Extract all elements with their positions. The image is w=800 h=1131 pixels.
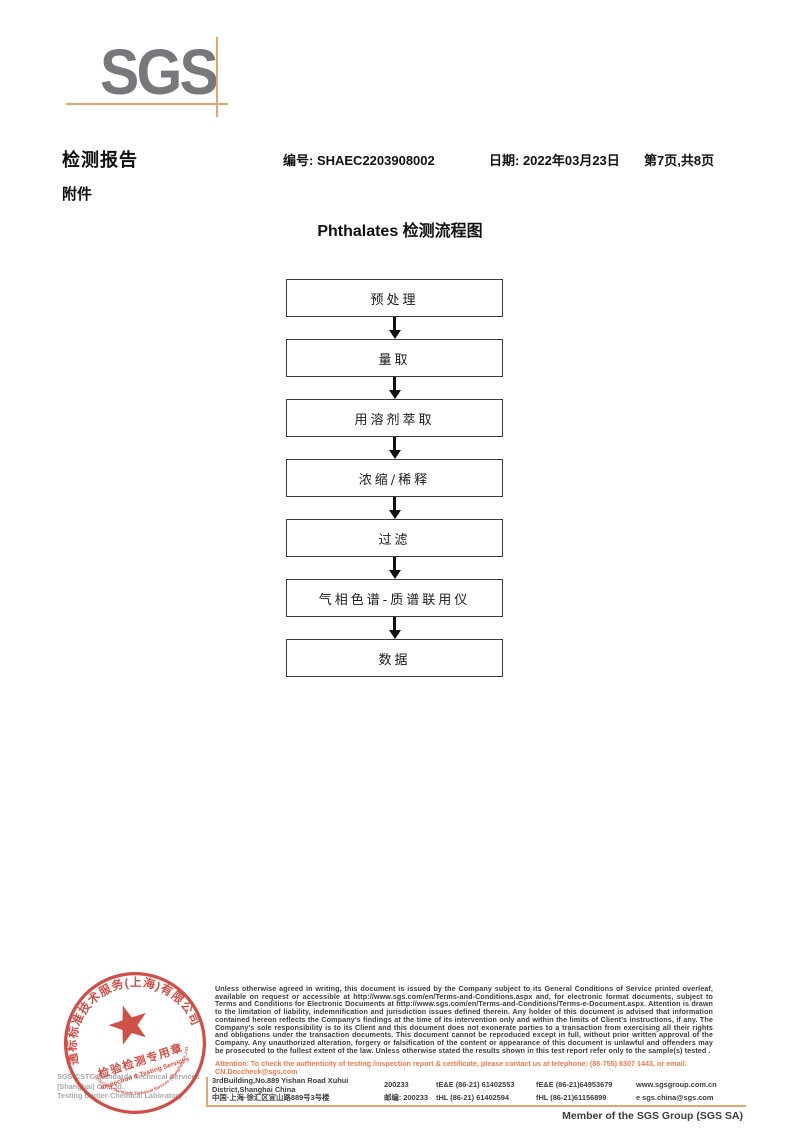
address-row-en: 3rdBuilding,No.889 Yishan Road Xuhui Dis… [212,1075,746,1094]
sgs-member-text: Member of the SGS Group (SGS SA) [562,1110,743,1122]
address-cn: 中国·上海·徐汇区宜山路889号3号楼 [212,1093,330,1102]
arrow-down-icon [286,377,503,399]
flowchart-step-pretreatment: 预处理 [286,279,503,317]
fax-hl: fHL (86-21)61156899 [536,1093,607,1102]
address-block: 3rdBuilding,No.889 Yishan Road Xuhui Dis… [212,1075,746,1104]
report-number: 编号: SHAEC2203908002 [283,153,435,168]
inspection-stamp: 通标标准技术服务(上海)有限公司 检验检测专用章 Inspection & Te… [60,968,207,1115]
arrow-down-icon [286,317,503,339]
attachment-label: 附件 [62,186,93,203]
arrow-down-icon [286,617,503,639]
legal-disclaimer-text: Unless otherwise agreed in writing, this… [215,984,713,1055]
address-row-cn: 中国·上海·徐汇区宜山路889号3号楼 邮编: 200233 tHL (86-2… [212,1091,746,1104]
postcode-cn: 邮编: 200233 [384,1093,428,1102]
flowchart-step-data: 数据 [286,639,503,677]
email: e sgs.china@sgs.com [636,1093,714,1102]
website: www.sgsgroup.com.cn [636,1080,717,1089]
address-left-divider [206,1077,208,1107]
tel-ee: tE&E (86-21) 61402553 [436,1080,515,1089]
sgs-logo: SGS [100,36,219,108]
company-name-line1: SGS-CSTC Standards Technical Services (S… [57,1072,200,1091]
company-name-lines: SGS-CSTC Standards Technical Services (S… [57,1072,222,1101]
flowchart-step-solvent-extraction: 用溶剂萃取 [286,399,503,437]
logo-vertical-line [216,37,218,117]
flowchart-step-filter: 过滤 [286,519,503,557]
page-indicator: 第7页,共8页 [644,153,715,168]
tel-hl: tHL (86-21) 61402594 [436,1093,509,1102]
flowchart-title: Phthalates 检测流程图 [317,223,483,240]
attention-notice: Attention: To check the authenticity of … [215,1059,687,1076]
postcode-en: 200233 [384,1080,409,1089]
fax-ee: fE&E (86-21)64953679 [536,1080,613,1089]
company-name-line2: Testing Center-Chemical Laboratory . [57,1091,187,1100]
arrow-down-icon [286,437,503,459]
footer-bottom-line [206,1105,746,1107]
flowchart-step-measure: 量取 [286,339,503,377]
address-en: 3rdBuilding,No.889 Yishan Road Xuhui Dis… [212,1075,349,1094]
flowchart: 预处理 量取 用溶剂萃取 浓缩/稀释 过滤 气相色谱-质谱联用仪 数据 [286,279,503,677]
arrow-down-icon [286,557,503,579]
flowchart-step-gcms: 气相色谱-质谱联用仪 [286,579,503,617]
page-title: 检测报告 [62,150,138,170]
logo-horizontal-line [66,103,228,105]
report-date: 日期: 2022年03月23日 [489,153,620,168]
flowchart-step-concentrate-dilute: 浓缩/稀释 [286,459,503,497]
star-icon [108,1005,146,1045]
arrow-down-icon [286,497,503,519]
